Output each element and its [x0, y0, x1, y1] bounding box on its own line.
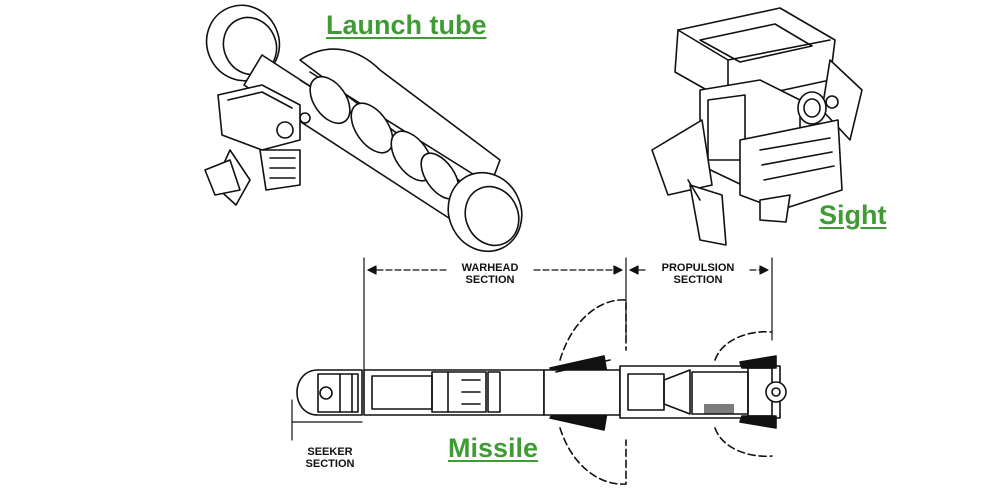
sight-label: Sight [819, 200, 887, 230]
warhead-line1: WARHEAD [461, 262, 519, 274]
warhead-line2: SECTION [465, 274, 515, 286]
missile-label: Missile [448, 433, 539, 463]
seeker-line1: SEEKER [307, 446, 353, 458]
propulsion-line2: SECTION [673, 274, 723, 286]
seeker-section-label: SEEKER SECTION [292, 446, 368, 470]
warhead-section-label: WARHEAD SECTION [450, 262, 530, 286]
missile-drawing [296, 299, 787, 485]
dimension-lines [291, 257, 773, 441]
seeker-line2: SECTION [305, 458, 355, 470]
sight-drawing [651, 7, 863, 246]
propulsion-section-label: PROPULSION SECTION [648, 262, 748, 286]
propulsion-line1: PROPULSION [661, 262, 735, 274]
launch-tube-label: Launch tube [326, 10, 487, 40]
launch-tube-drawing [204, 4, 523, 253]
